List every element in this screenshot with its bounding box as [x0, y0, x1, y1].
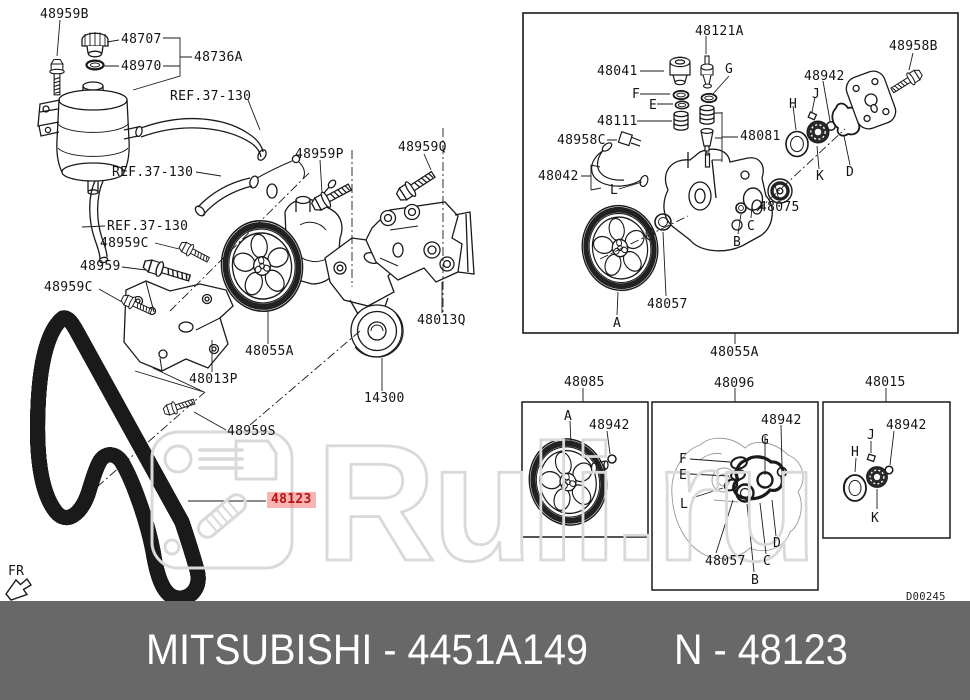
part-label-48959: 48959 [80, 259, 121, 274]
index-label-g-2: G [761, 433, 770, 448]
part-label-48096: 48096 [714, 376, 755, 391]
part-label-48942-1: 48942 [804, 69, 845, 84]
sub-box-48085 [520, 388, 649, 538]
part-label-48942-3: 48942 [761, 413, 802, 428]
part-label-48959s: 48959S [227, 424, 276, 439]
part-label-48736a: 48736A [194, 50, 243, 65]
part-label-48075: 48075 [759, 200, 800, 215]
part-label-14300: 14300 [364, 391, 405, 406]
part-label-48085: 48085 [564, 375, 605, 390]
part-label-48081: 48081 [740, 129, 781, 144]
center-lines-main [96, 128, 444, 488]
footer-brand-part: MITSUBISHI - 4451A149 [146, 626, 588, 674]
sheet-code: D00245 [906, 591, 946, 603]
part-label-48055a-2: 48055A [710, 345, 759, 360]
index-label-b-2: B [751, 573, 760, 588]
part-label-48015: 48015 [865, 375, 906, 390]
index-label-d-2: D [773, 536, 782, 551]
part-label-48057-2: 48057 [705, 554, 746, 569]
index-label-e-1: E [649, 98, 658, 113]
index-label-j-1: J [812, 87, 821, 102]
index-label-k-2: K [871, 511, 880, 526]
footer-part-number: N - 48123 [674, 626, 849, 674]
part-label-48942-4: 48942 [886, 418, 927, 433]
part-label-48942-2: 48942 [589, 418, 630, 433]
part-label-48123-highlighted: 48123 [267, 492, 316, 508]
watermark-text: Ruli.ru [316, 411, 814, 596]
index-label-h-1: H [789, 97, 798, 112]
index-label-f-2: F [679, 452, 688, 467]
part-label-48013q: 48013Q [417, 313, 466, 328]
index-label-c-1: C [747, 219, 756, 234]
index-label-d-1: D [846, 165, 855, 180]
footer-bar: MITSUBISHI - 4451A149 N - 48123 [0, 601, 970, 700]
part-label-48057-1: 48057 [647, 297, 688, 312]
part-label-48013p: 48013P [189, 372, 238, 387]
watermark: Ruli.ru [150, 410, 819, 597]
serpentine-belt [38, 318, 199, 598]
part-label-48959c-2: 48959C [44, 280, 93, 295]
part-label-48111: 48111 [597, 114, 638, 129]
part-label-48041: 48041 [597, 64, 638, 79]
index-label-c-2: C [763, 554, 772, 569]
index-label-j-2: J [867, 428, 876, 443]
part-label-48121a: 48121A [695, 24, 744, 39]
part-label-48959q: 48959Q [398, 140, 447, 155]
sub-box-48015 [822, 388, 951, 539]
index-label-l-1: L [610, 183, 619, 198]
part-label-48958c: 48958C [557, 133, 606, 148]
ref-label-2: REF.37-130 [112, 165, 194, 180]
part-label-48707: 48707 [121, 32, 162, 47]
index-label-g-1: G [725, 62, 734, 77]
part-label-48055a-1: 48055A [245, 344, 294, 359]
part-label-48958b: 48958B [889, 39, 938, 54]
pump-kit-box [522, 12, 959, 344]
index-label-a-1: A [613, 316, 622, 331]
index-label-f-1: F [632, 87, 641, 102]
index-label-k-1: K [816, 169, 825, 184]
part-label-48959c-1: 48959C [100, 236, 149, 251]
hoses [89, 118, 305, 264]
index-label-h-2: H [851, 445, 860, 460]
part-label-48959b: 48959B [40, 7, 89, 22]
index-label-b-1: B [733, 235, 742, 250]
part-label-48959p: 48959P [295, 147, 344, 162]
bracket-48013p [123, 280, 234, 372]
part-label-48970: 48970 [121, 59, 162, 74]
index-label-l-2: L [680, 497, 689, 512]
sub-box-48096 [651, 388, 819, 591]
bracket-48013q [365, 201, 475, 283]
index-label-a-2: A [564, 409, 573, 424]
fr-arrow-icon [5, 577, 32, 601]
index-label-e-2: E [679, 468, 688, 483]
part-label-48042: 48042 [538, 169, 579, 184]
reservoir-assembly [37, 32, 143, 195]
ref-label-1: REF.37-130 [170, 89, 252, 104]
fr-label: FR [8, 564, 25, 579]
ref-label-3: REF.37-130 [107, 219, 189, 234]
